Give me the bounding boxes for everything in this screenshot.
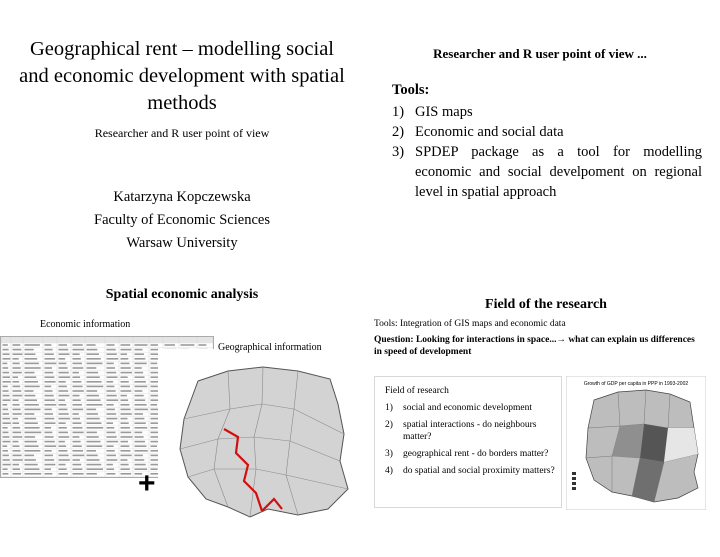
section-heading-spatial-analysis: Spatial economic analysis [105,287,259,302]
list-item-number: 3) [385,449,393,459]
list-item-number: 4) [385,466,393,476]
map-title: Growth of GDP per capita in PPP in 1993-… [584,381,689,387]
field-question: Question: Looking for interactions in sp… [374,334,700,358]
question-text: Looking for interactions in space...→ wh… [374,335,695,357]
list-item-number: 2) [385,420,393,430]
subtitle: Researcher and R user point of view [94,126,270,140]
plus-sign: + [138,467,156,500]
geographical-information-label: Geographical information [218,342,322,353]
field-items-list: 1) social and economic development 2) spat… [385,402,557,477]
list-item-text: do spatial and social proximity matters? [403,466,555,476]
field-of-research-box: Field of research 1) social and economic … [374,376,562,508]
list-item: 1) GIS maps [392,102,702,122]
question-label: Question: [374,335,414,345]
section-heading-researcher: Researcher and R user point of view ... [433,46,647,61]
economic-information-label: Economic information [40,319,131,330]
poland-regions-map [158,349,354,520]
field-tools-line: Tools: Integration of GIS maps and econo… [374,319,566,329]
list-item-text: geographical rent - do borders matter? [403,449,549,459]
tools-label: Tools: [392,82,430,98]
field-box-label: Field of research [385,386,449,396]
author-name: Katarzyna Kopczewska [113,189,251,205]
list-item: 4) do spatial and social proximity matter… [385,465,557,477]
list-item-text: Economic and social data [415,124,564,140]
tools-block: Tools: 1) GIS maps 2) Economic and social … [392,80,702,202]
list-item-text: spatial interactions - do neighbours mat… [403,420,537,442]
list-item-text: GIS maps [415,104,473,120]
section-heading-field: Field of the research [485,297,607,312]
list-item: 3) SPDEP package as a tool for modelling … [392,142,702,202]
list-item-number: 1) [385,403,393,413]
list-item: 2) spatial interactions - do neighbours m… [385,419,557,443]
list-item-number: 1) [392,104,405,120]
author-block: Katarzyna Kopczewska Faculty of Economic… [18,186,346,255]
tools-list: 1) GIS maps 2) Economic and social data 3)… [392,102,702,202]
list-item-number: 3) [392,144,405,160]
list-item: 1) social and economic development [385,402,557,414]
author-faculty: Faculty of Economic Sciences [94,212,270,228]
author-university: Warsaw University [126,235,238,251]
list-item-text: SPDEP package as a tool for modelling ec… [415,144,702,200]
list-item: 2) Economic and social data [392,122,702,142]
list-item-number: 2) [392,124,405,140]
list-item: 3) geographical rent - do borders matter? [385,448,557,460]
list-item-text: social and economic development [403,403,532,413]
gdp-growth-map: Growth of GDP per capita in PPP in 1993-… [566,376,706,510]
page-title: Geographical rent – modelling social and… [19,38,345,114]
